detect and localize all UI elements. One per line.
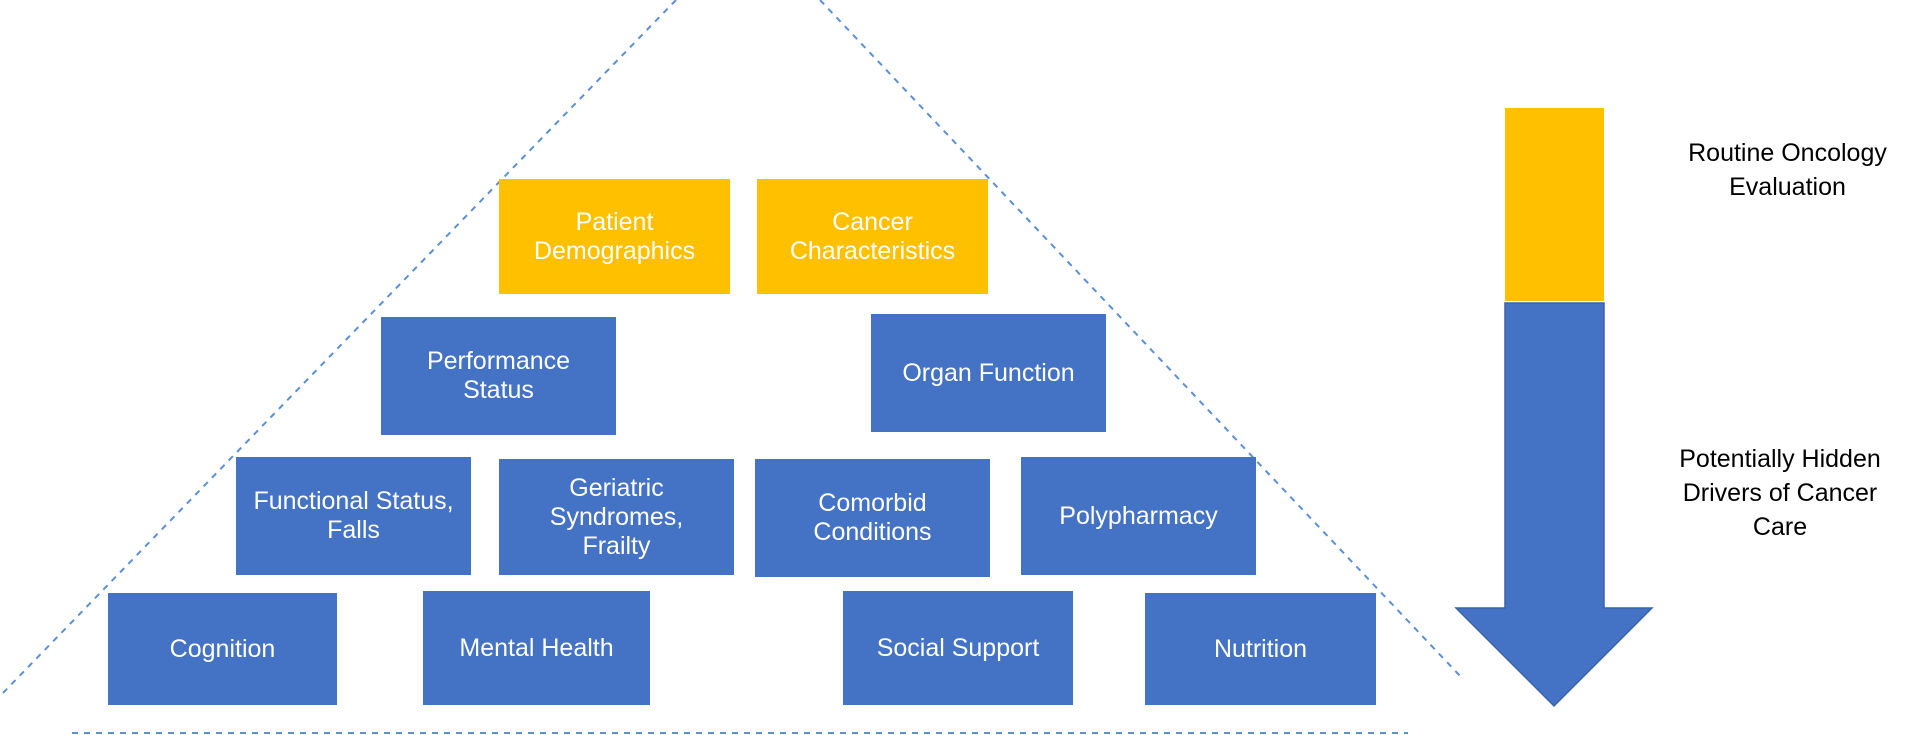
nutrition-box: Nutrition <box>1145 593 1376 705</box>
social-support-box: Social Support <box>843 591 1073 705</box>
cognition-box: Cognition <box>108 593 337 705</box>
pyramid-left-edge <box>0 0 677 697</box>
geriatric-syndromes-frailty-box: Geriatric Syndromes, Frailty <box>499 459 734 575</box>
nutrition-label: Nutrition <box>1213 634 1308 663</box>
cancer-characteristics-box: Cancer Characteristics <box>757 179 988 294</box>
functional-status-falls-box: Functional Status, Falls <box>236 457 471 575</box>
hidden-drivers-arrow <box>1454 302 1654 708</box>
patient-demographics-box: Patient Demographics <box>499 179 730 294</box>
patient-demographics-label: Patient Demographics <box>533 207 696 265</box>
social-support-label: Social Support <box>876 633 1040 662</box>
polypharmacy-label: Polypharmacy <box>1059 501 1218 530</box>
performance-status-box: Performance Status <box>381 317 616 435</box>
mental-health-box: Mental Health <box>423 591 650 705</box>
mental-health-label: Mental Health <box>459 633 614 662</box>
routine-oncology-evaluation-label: Routine Oncology Evaluation <box>1688 139 1887 201</box>
cognition-label: Cognition <box>169 634 276 663</box>
routine-evaluation-bar <box>1505 108 1604 301</box>
potentially-hidden-drivers-label: Potentially Hidden Drivers of Cancer Car… <box>1679 445 1881 541</box>
organ-function-box: Organ Function <box>871 314 1106 432</box>
polypharmacy-box: Polypharmacy <box>1021 457 1256 575</box>
cancer-characteristics-label: Cancer Characteristics <box>789 207 956 265</box>
geriatric-syndromes-frailty-label: Geriatric Syndromes, Frailty <box>549 473 684 560</box>
organ-function-label: Organ Function <box>902 358 1075 387</box>
comorbid-conditions-label: Comorbid Conditions <box>813 489 932 546</box>
performance-status-label: Performance Status <box>426 347 571 404</box>
functional-status-falls-label: Functional Status, Falls <box>253 487 454 544</box>
comorbid-conditions-box: Comorbid Conditions <box>755 459 990 577</box>
